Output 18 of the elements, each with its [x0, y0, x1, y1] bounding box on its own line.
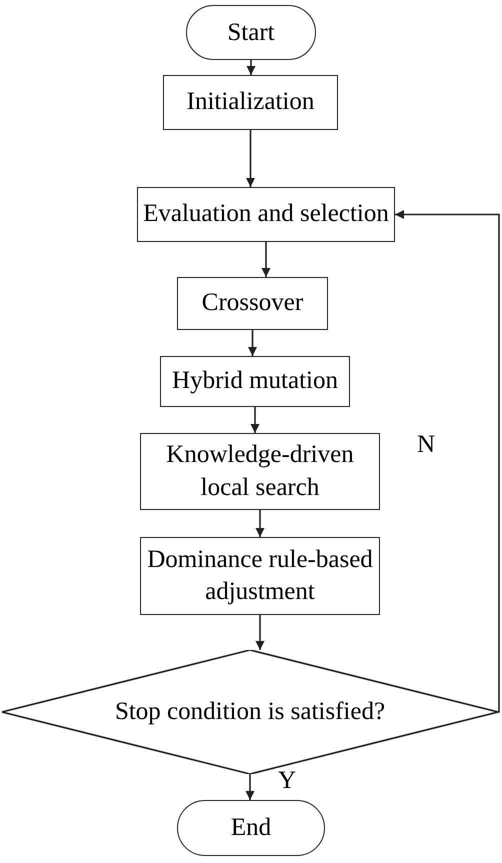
arrow [256, 615, 264, 650]
arrow [246, 774, 254, 800]
arrow [246, 130, 255, 187]
arrow [256, 510, 264, 537]
decision-text: Stop condition is satisfied? [114, 697, 386, 728]
arrow [246, 60, 256, 75]
process-box: Crossover [177, 277, 328, 330]
process-box: Initialization [163, 75, 338, 130]
terminal-box: Start [186, 5, 316, 60]
arrow [248, 330, 257, 356]
process-box: Knowledge-driven local search [140, 433, 380, 510]
terminal-box: End [177, 800, 325, 856]
process-box: Evaluation and selection [137, 187, 395, 242]
arrow [395, 210, 500, 713]
process-box: Hybrid mutation [160, 356, 350, 407]
arrow [250, 407, 260, 433]
process-box: Dominance rule-based adjustment [140, 537, 380, 615]
arrow [262, 242, 270, 277]
